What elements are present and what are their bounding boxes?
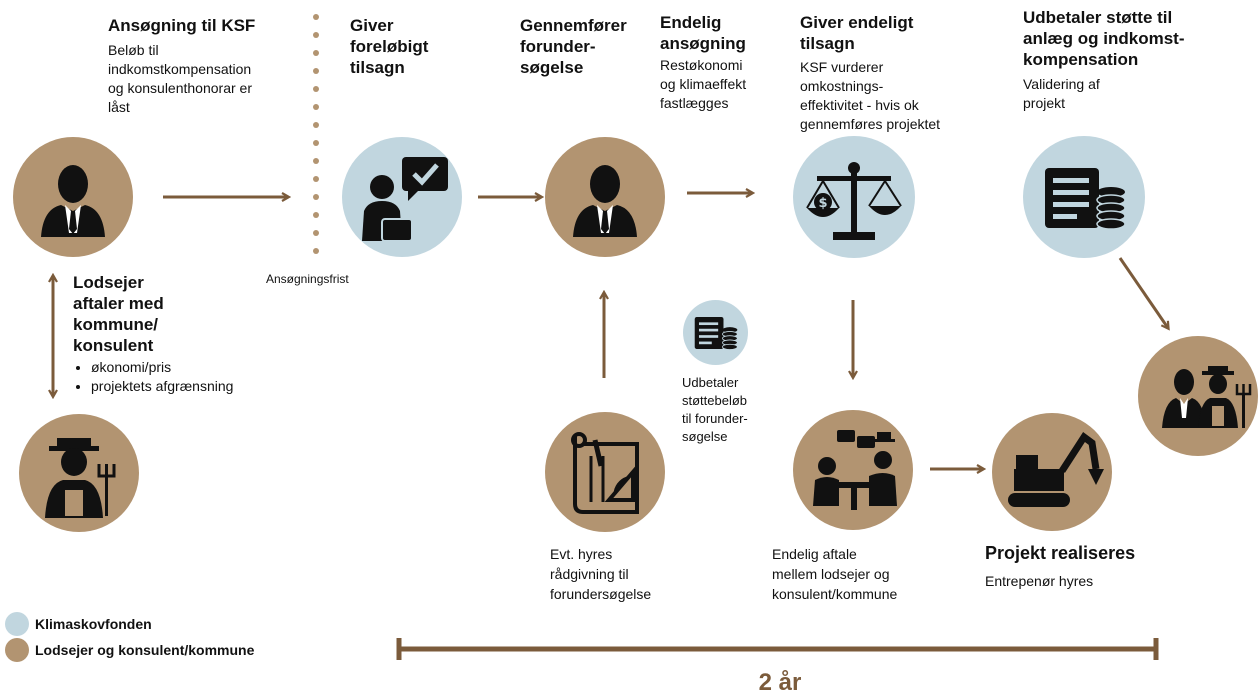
farmer-icon <box>45 438 116 518</box>
list-item: økonomi/pris <box>91 358 293 377</box>
final-commitment-circle: $ <box>793 136 915 258</box>
deadline-label: Ansøgningsfrist <box>266 272 349 286</box>
svg-text:$: $ <box>818 196 827 211</box>
payout-title: Udbetaler støtte til anlæg og indkomst- … <box>1023 8 1185 69</box>
farmer-circle <box>19 414 139 532</box>
final-commitment-text: KSF vurderer omkostnings- effektivitet -… <box>800 59 941 132</box>
legend-label: Lodsejer og konsulent/kommune <box>35 642 255 658</box>
final-agreement-text: Endelig aftale mellem lodsejer og konsul… <box>772 546 898 602</box>
legend-label: Klimaskovfonden <box>35 616 152 632</box>
final-agreement-circle <box>793 410 913 530</box>
step-final-commitment: Giver endeligt tilsagn KSF vurderer omko… <box>800 12 990 134</box>
realisation-text: Entrepenør hyres <box>985 573 1094 589</box>
landowner-agreement-bullets: økonomi/pris projektets afgrænsning <box>73 358 293 396</box>
deadline-dotted-line <box>313 14 319 254</box>
excavator-icon <box>1008 431 1104 507</box>
legend: Klimaskovfonden Lodsejer og konsulent/ko… <box>5 612 254 662</box>
businessman-icon <box>41 165 105 237</box>
timeline-bar <box>396 638 1159 660</box>
arrow-payout-to-parties <box>1118 257 1168 328</box>
landowner-agreement-title: Lodsejer aftaler med kommune/ konsulent <box>73 273 164 355</box>
final-commitment-title: Giver endeligt tilsagn <box>800 13 914 53</box>
parties-circle <box>1138 336 1258 456</box>
step-ksf-application: Ansøgning til KSF Beløb til indkomstkomp… <box>108 15 308 117</box>
ksf-application-title: Ansøgning til KSF <box>108 16 256 35</box>
preliminary-commitment-circle <box>342 137 462 257</box>
realisation-circle <box>992 413 1112 531</box>
businessman-icon <box>573 165 637 237</box>
money-stack-icon <box>1045 168 1126 230</box>
step-realisation: Projekt realiseres Entrepenør hyres <box>985 543 1185 591</box>
ksf-application-text: Beløb til indkomstkompensation og konsul… <box>108 42 252 115</box>
legend-swatch-tan <box>5 638 29 662</box>
legend-item-lodsejer: Lodsejer og konsulent/kommune <box>5 638 254 662</box>
list-item: projektets afgrænsning <box>91 377 293 396</box>
payout-text: Validering af projekt <box>1023 76 1100 111</box>
study-payout-text: Udbetaler støttebeløb til forunder- søge… <box>682 375 748 444</box>
businessman-icon <box>1162 369 1206 428</box>
final-application-title: Endelig ansøgning <box>660 13 746 53</box>
step-payout: Udbetaler støtte til anlæg og indkomst- … <box>1023 7 1243 113</box>
landowner-circle <box>13 137 133 257</box>
feasibility-study-circle <box>545 137 665 257</box>
feasibility-study-title: Gennemfører forunder- søgelse <box>520 16 627 77</box>
farmer-icon <box>1198 366 1252 428</box>
realisation-title: Projekt realiseres <box>985 543 1136 563</box>
payout-circle <box>1023 136 1145 258</box>
blueprint-icon <box>571 432 639 514</box>
final-application-text: Restøkonomi og klimaeffekt fastlægges <box>660 57 747 111</box>
legend-swatch-blue <box>5 612 29 636</box>
timeline-label: 2 år <box>758 669 802 696</box>
meeting-icon <box>813 430 897 510</box>
scales-icon: $ <box>806 162 902 240</box>
hire-advice-circle <box>545 412 665 532</box>
step-final-application: Endelig ansøgning Restøkonomi og klimaef… <box>660 12 790 113</box>
step-preliminary-commitment: Giver foreløbigt tilsagn <box>350 15 490 78</box>
money-stack-icon <box>694 317 738 350</box>
step-landowner-agreement: Lodsejer aftaler med kommune/ konsulent … <box>73 272 293 396</box>
approval-chat-icon <box>362 157 448 242</box>
step-feasibility-study: Gennemfører forunder- søgelse <box>520 15 660 78</box>
study-payout-circle <box>683 300 748 365</box>
hire-advice-text: Evt. hyres rådgivning til forundersøgels… <box>550 546 652 602</box>
legend-item-klimaskovfonden: Klimaskovfonden <box>5 612 254 636</box>
preliminary-commitment-title: Giver foreløbigt tilsagn <box>350 16 429 77</box>
